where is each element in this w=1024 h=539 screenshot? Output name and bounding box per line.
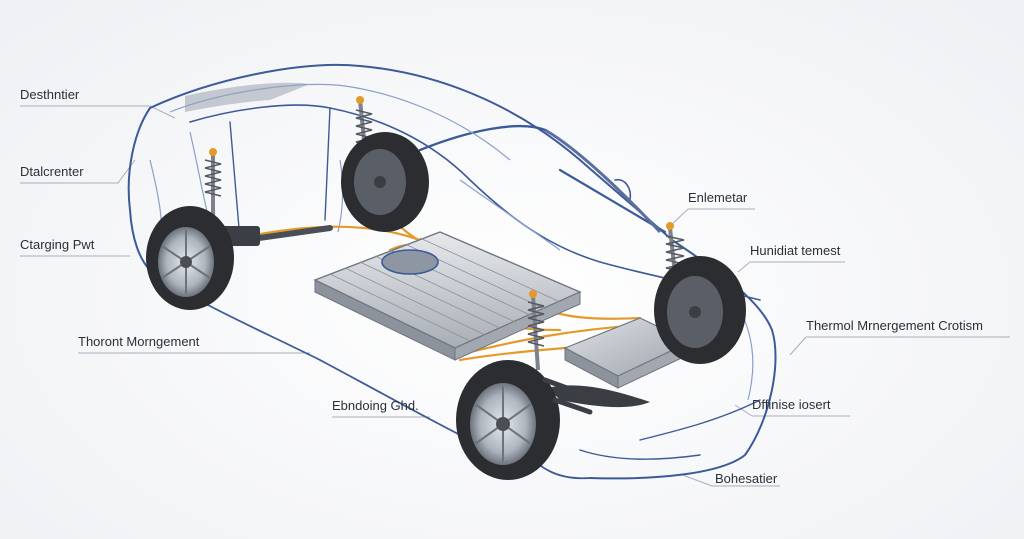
wheel-front-left <box>456 360 560 480</box>
leader-diffuser <box>734 404 850 417</box>
callout-dralcrenter: Dtalcrenter <box>20 164 84 179</box>
callout-thermal-management-left: Thoront Morngement <box>78 334 200 349</box>
leader-internator <box>667 208 755 229</box>
callout-diffuser-lower: Dffinise iosert <box>752 397 831 412</box>
callout-charging-port: Ctarging Pwt <box>20 237 95 252</box>
windshield-shade <box>185 82 310 112</box>
leader-humidiat <box>737 261 845 273</box>
callout-thermal-management-system: Thermol Mrnergement Crotism <box>806 318 983 333</box>
leader-thermal-system <box>789 336 1010 356</box>
wheel-rear-left <box>146 206 234 310</box>
callout-bolsatier: Bohesatier <box>715 471 778 486</box>
callout-braking-unit: Ebndoing Ghd. <box>332 398 419 413</box>
leader-lines <box>20 105 1010 487</box>
roof-rail <box>544 128 662 234</box>
callout-humidiat-sensor: Hunidiat temest <box>750 243 841 258</box>
leader-deathntier <box>20 105 176 119</box>
strut-mounts <box>209 96 674 298</box>
front-axle <box>542 377 603 415</box>
wheel-rear-right <box>341 132 429 232</box>
callout-deathntier: Desthntier <box>20 87 80 102</box>
callout-internator: Enlemetar <box>688 190 748 205</box>
front-module <box>548 317 692 408</box>
car-body-outline <box>127 63 777 480</box>
wheel-front-right <box>654 256 746 364</box>
leader-bolsatier <box>679 473 780 487</box>
battery-pack <box>313 231 582 361</box>
